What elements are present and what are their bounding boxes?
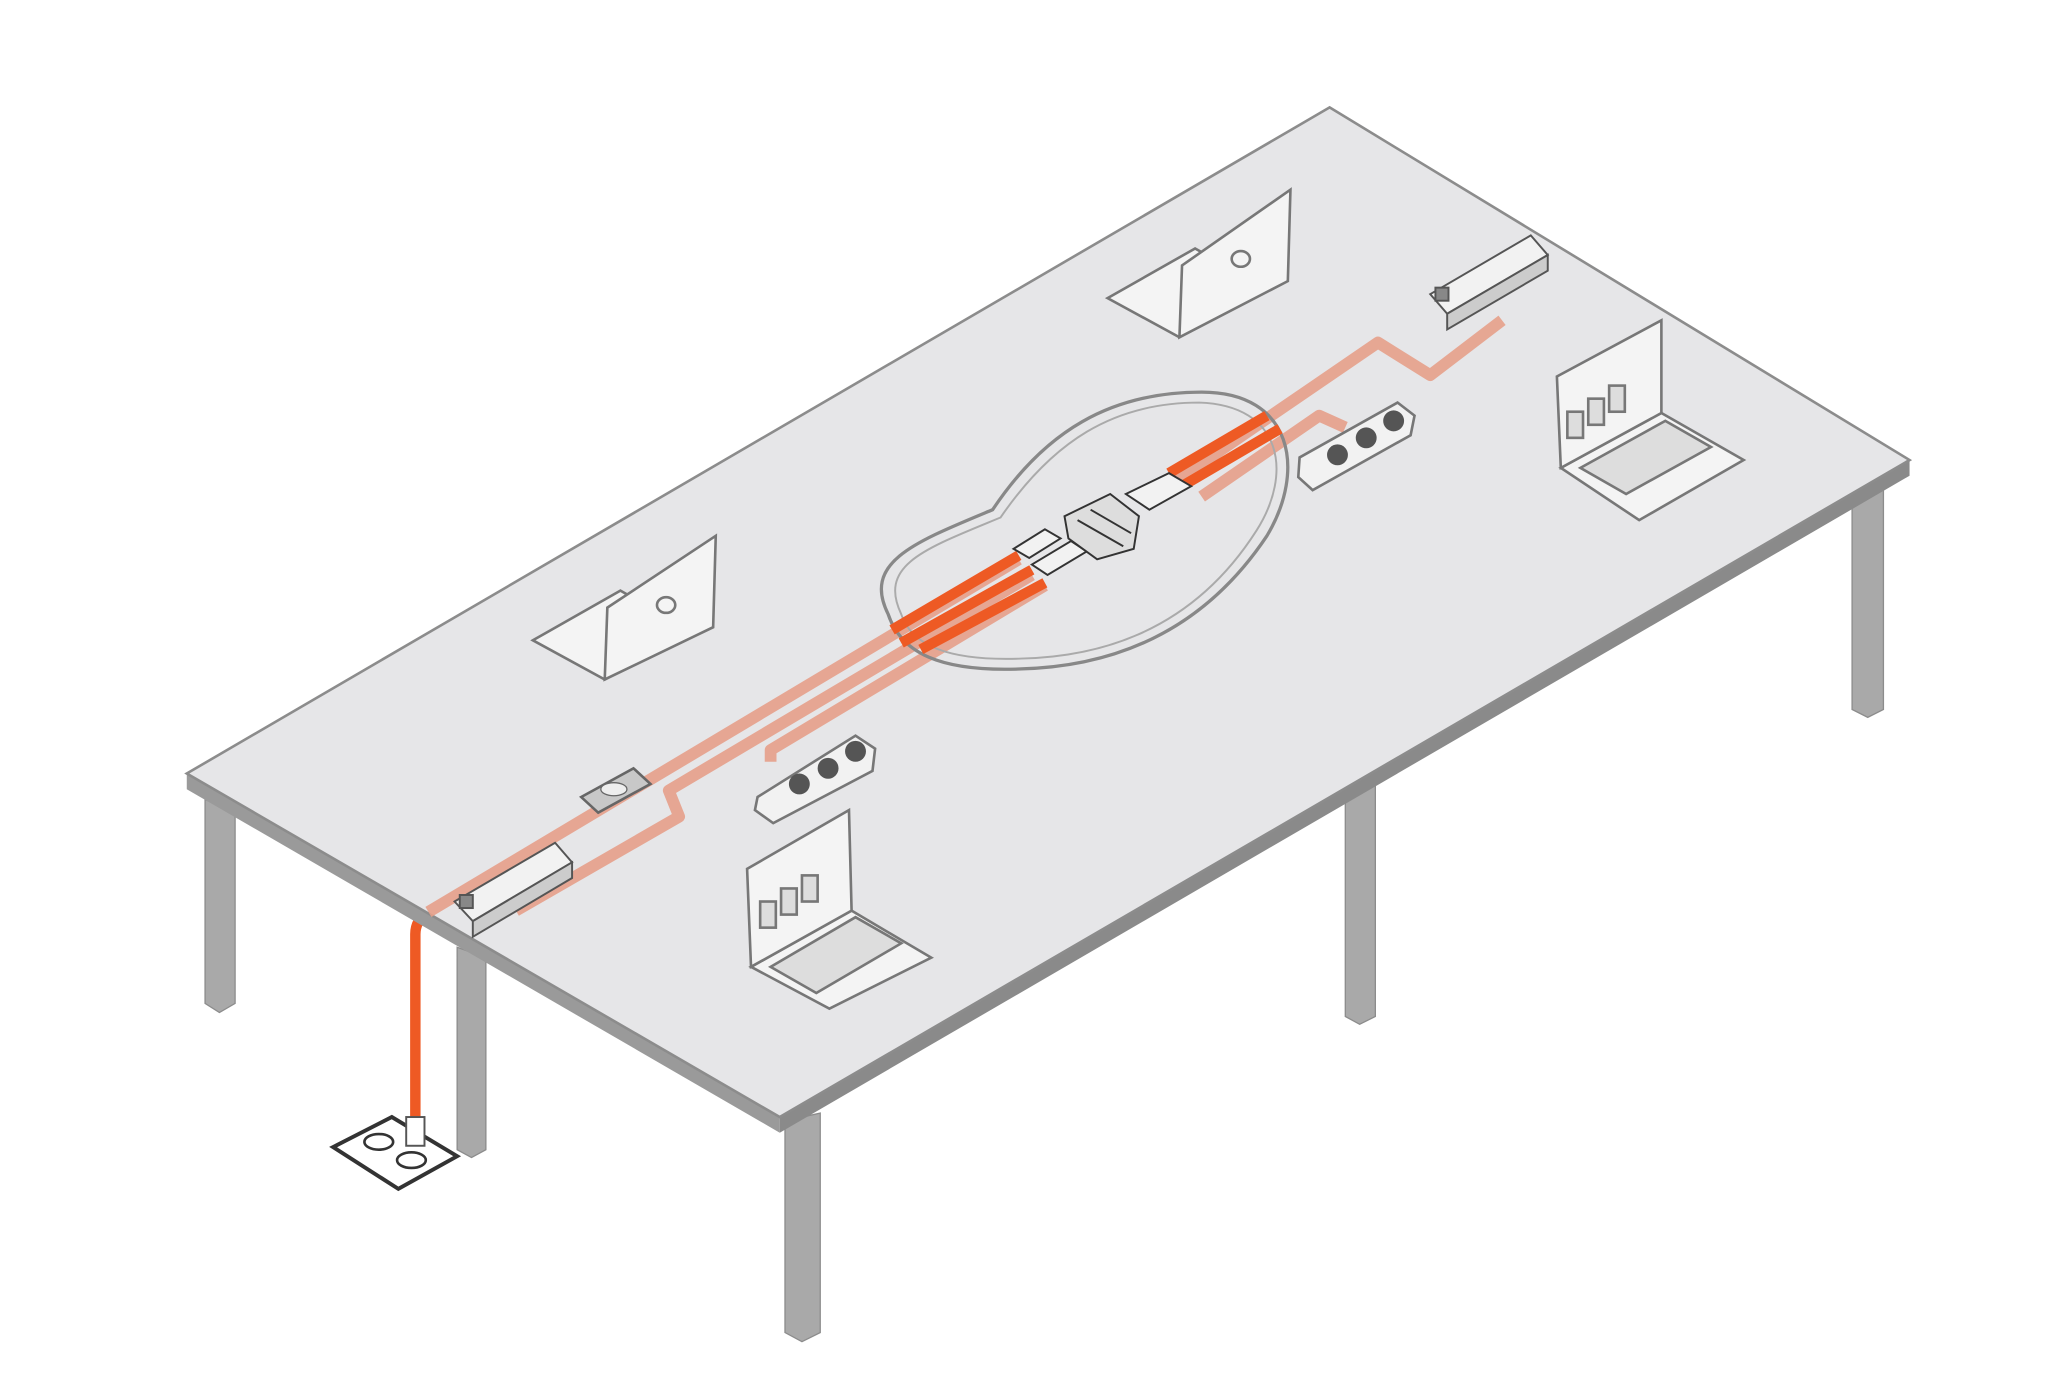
power-strip-icon bbox=[1296, 401, 1416, 492]
floor-power-cable bbox=[410, 907, 432, 1135]
table-legs bbox=[204, 480, 1885, 1343]
cable-tray-unit-icon bbox=[452, 841, 574, 939]
power-strip-icon bbox=[753, 734, 877, 825]
primary-cables bbox=[889, 411, 1283, 655]
table-leg bbox=[456, 946, 487, 1159]
table-leg bbox=[1851, 480, 1885, 719]
table-leg bbox=[784, 1112, 821, 1343]
laptop-icon bbox=[745, 807, 934, 1011]
floor-outlet-icon bbox=[329, 1114, 462, 1192]
connector-hub-icon bbox=[1011, 472, 1194, 577]
cable-tray-unit-icon bbox=[1428, 234, 1550, 332]
junction-box-icon bbox=[579, 766, 653, 815]
table-leg bbox=[1344, 783, 1376, 1026]
laptop-icon bbox=[1104, 187, 1292, 340]
laptop-icon bbox=[1555, 318, 1747, 522]
plug-icon bbox=[405, 1116, 426, 1147]
cable-management-zone bbox=[879, 390, 1290, 671]
laptop-icon bbox=[530, 533, 718, 682]
table-leg bbox=[204, 798, 236, 1014]
table-icon bbox=[184, 105, 1913, 1133]
